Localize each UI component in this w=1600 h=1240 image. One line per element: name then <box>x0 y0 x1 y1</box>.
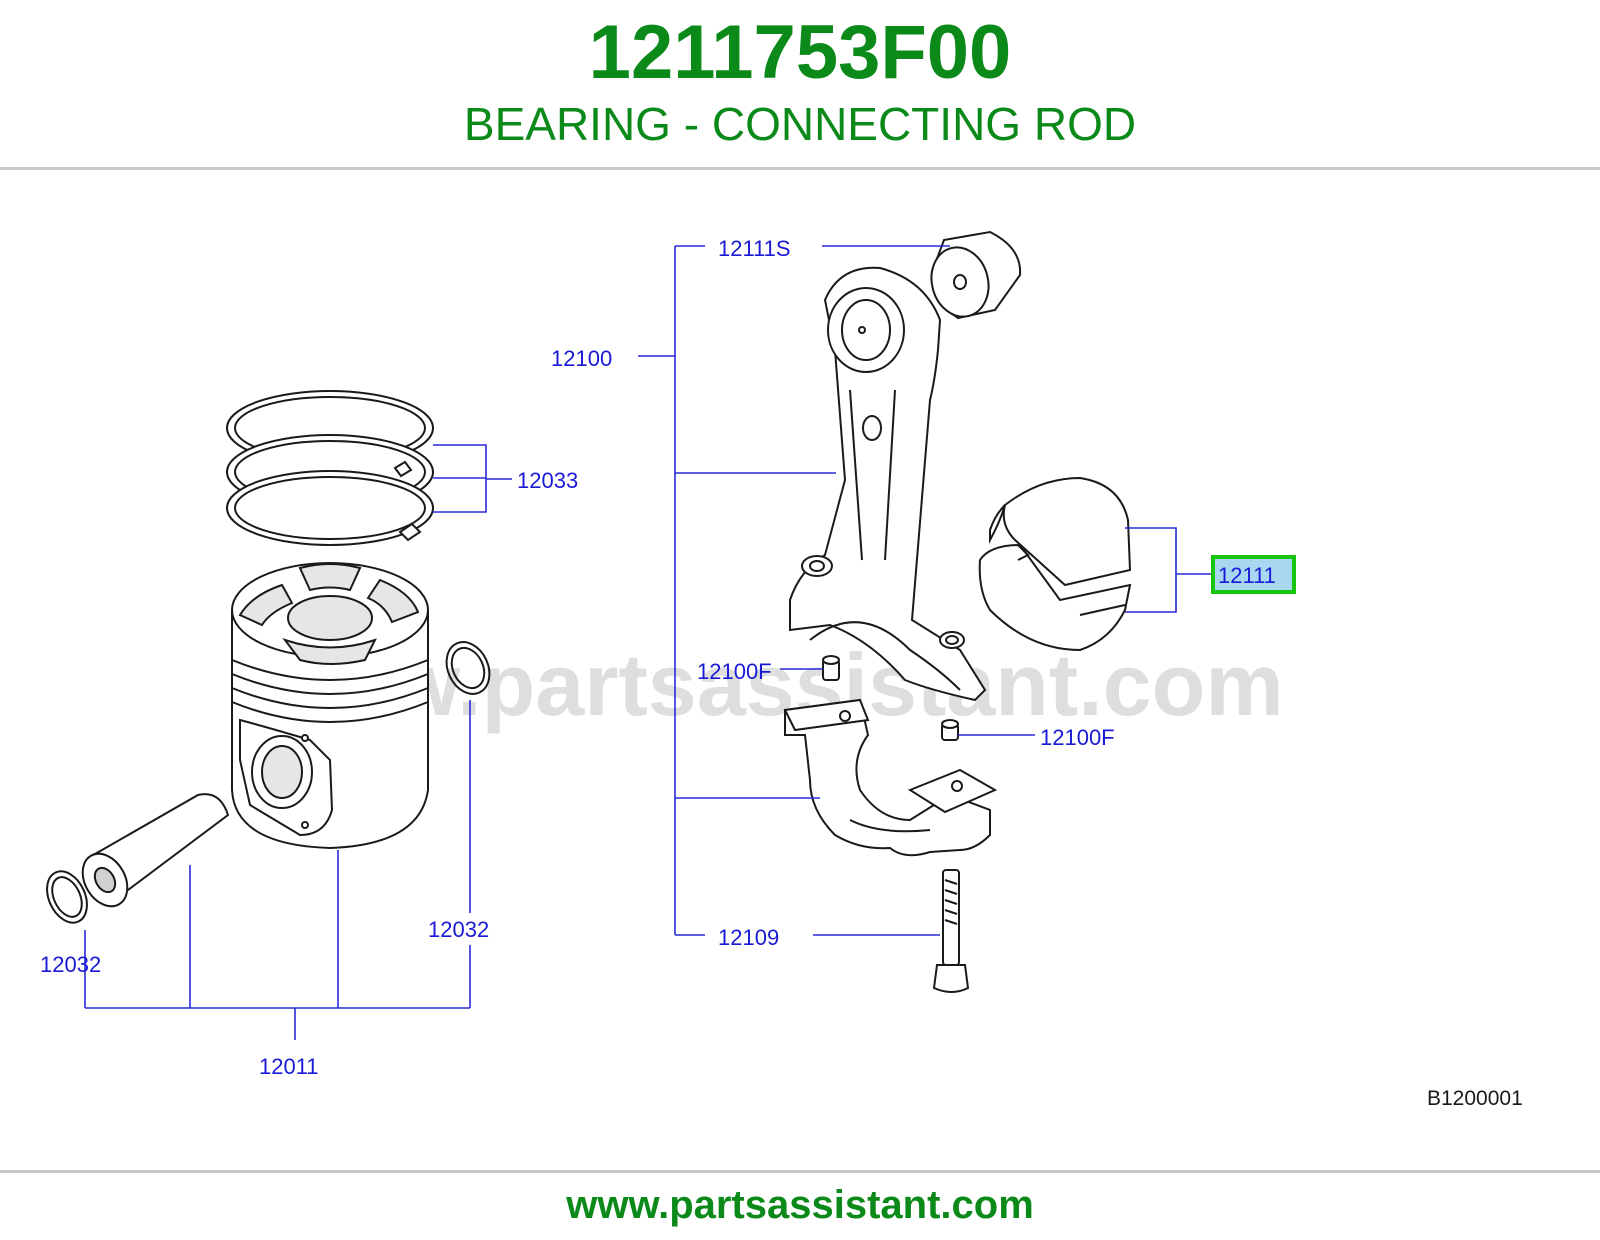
figure-code: B1200001 <box>1427 1087 1523 1110</box>
piston-drawing <box>231 562 429 850</box>
callout-12109[interactable]: 12109 <box>718 925 779 950</box>
footer-website-link[interactable]: www.partsassistant.com <box>566 1183 1034 1227</box>
dowel-pin-top-drawing <box>822 655 840 681</box>
snap-ring-right-drawing <box>445 641 491 695</box>
callout-12032-right[interactable]: 12032 <box>428 917 489 942</box>
callout-12111S[interactable]: 12111S <box>718 236 791 261</box>
part-description: BEARING - CONNECTING ROD <box>463 98 1137 150</box>
bearing-cap-drawing <box>783 698 998 857</box>
leader-lines <box>84 245 1213 1040</box>
snap-ring-left-drawing <box>46 870 88 924</box>
part-number-title: 1211753F00 <box>588 10 1012 95</box>
piston-rings-drawing <box>226 390 434 546</box>
piston-pin-drawing <box>81 793 230 908</box>
selected-part-highlight <box>1211 555 1296 594</box>
callout-12100[interactable]: 12100 <box>551 346 612 371</box>
callout-12032-left[interactable]: 12032 <box>40 952 101 977</box>
footer-divider <box>0 1170 1600 1173</box>
callout-12111[interactable]: 12111 <box>1218 563 1276 588</box>
callout-12011[interactable]: 12011 <box>259 1054 319 1079</box>
header-divider <box>0 167 1600 170</box>
callout-12100F-upper[interactable]: 12100F <box>697 659 772 684</box>
dowel-pin-bottom-drawing <box>941 719 959 741</box>
connecting-rod-bearing-drawing <box>978 476 1132 652</box>
connecting-rod-drawing <box>789 266 987 702</box>
rod-bolt-drawing <box>932 869 970 993</box>
callout-12100F-lower[interactable]: 12100F <box>1040 725 1115 750</box>
callout-12033[interactable]: 12033 <box>517 468 578 493</box>
small-end-bushing-drawing <box>930 230 1022 320</box>
